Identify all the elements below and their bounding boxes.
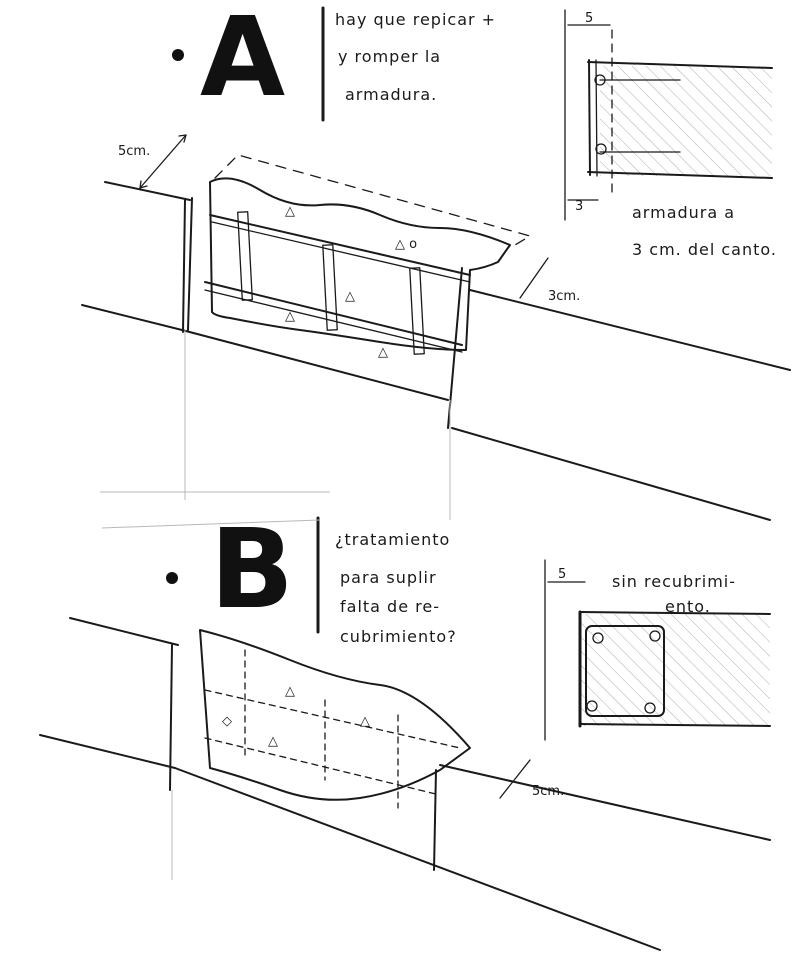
- section-b-detail: 5: [544, 559, 771, 741]
- section-a-detail-caption-2: 3 cm. del canto.: [632, 240, 777, 259]
- section-a-aggregate: △ △ o △ △ △: [285, 204, 417, 360]
- section-a-dim-arrowhead-bottom: [139, 180, 148, 189]
- section-b-cavity-outline: [199, 629, 471, 801]
- section-b-detail-dim-top: 5: [558, 567, 566, 582]
- section-b-note-line-3: falta de re-: [340, 597, 440, 616]
- section-a-dim-arrowhead-top: [178, 134, 187, 143]
- section-b-rebars: [204, 649, 461, 809]
- section-b-aggregate: △ △ ◇ △: [222, 684, 370, 749]
- section-b-detail-caption-2: ento.: [665, 597, 711, 616]
- section-a-cavity-outline: [209, 177, 511, 351]
- section-a-removed-layer: [214, 154, 531, 249]
- section-a-note-line-2: y romper la: [338, 47, 441, 66]
- section-b-bullet: [166, 572, 178, 584]
- svg-text:◇: ◇: [222, 714, 232, 729]
- section-a-note-line-3: armadura.: [345, 85, 437, 104]
- section-b-note-line-4: cubrimiento?: [340, 627, 457, 646]
- section-a-detail: 5 3: [564, 9, 773, 221]
- section-a-letter: A: [200, 0, 285, 121]
- section-b-depth-label: 5cm.: [532, 784, 564, 799]
- section-a-depth-label: 3cm.: [548, 289, 580, 304]
- section-a-depth-arrow: [519, 257, 549, 299]
- section-a-dim-cover-label: 5cm.: [118, 144, 150, 159]
- section-a-detail-caption-1: armadura a: [632, 203, 735, 222]
- section-b-note-line-2: para suplir: [340, 568, 437, 587]
- section-a: A hay que repicar + y romper la armadura…: [81, 0, 791, 521]
- svg-text:△: △: [285, 309, 295, 324]
- section-a-dim-cover-arrow: [139, 134, 187, 189]
- svg-text:△: △: [285, 684, 295, 699]
- svg-text:△: △: [360, 714, 370, 729]
- section-a-bullet: [172, 49, 184, 61]
- section-a-beam: [81, 181, 791, 521]
- svg-text:△: △: [285, 204, 295, 219]
- section-a-note-line-1: hay que repicar +: [335, 10, 496, 29]
- svg-text:△: △: [268, 734, 278, 749]
- section-b-letter: B: [210, 505, 294, 633]
- svg-text:△ o: △ o: [395, 237, 417, 252]
- section-b-note-line-1: ¿tratamiento: [335, 530, 450, 549]
- section-b-beam: [39, 519, 771, 951]
- section-b-depth-arrow: [499, 759, 531, 799]
- section-a-rebars: [204, 211, 471, 355]
- section-a-detail-dim-bottom: 3: [575, 199, 583, 214]
- section-b-detail-caption-1: sin recubrimi-: [612, 572, 736, 591]
- section-b: B ¿tratamiento para suplir falta de re- …: [39, 505, 771, 951]
- svg-text:△: △: [378, 345, 388, 360]
- section-a-detail-dim-top: 5: [585, 11, 593, 26]
- svg-text:△: △: [345, 289, 355, 304]
